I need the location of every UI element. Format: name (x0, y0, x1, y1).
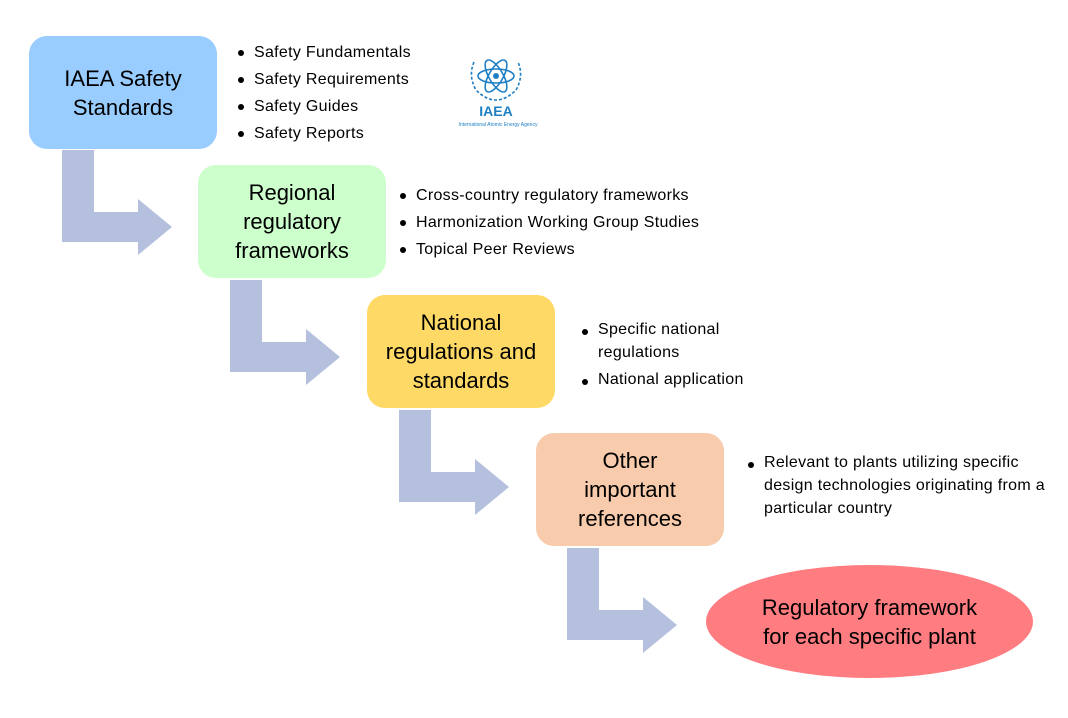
list-item: Specific national regulations (580, 318, 750, 364)
iaea-logo: IAEA International Atomic Energy Agency (448, 52, 558, 132)
step-title: National regulations and standards (385, 310, 537, 393)
step-3-bullet-list: Specific national regulations National a… (580, 318, 750, 395)
list-item: Topical Peer Reviews (398, 236, 699, 263)
step-box-iaea-safety-standards: IAEA Safety Standards (29, 36, 217, 149)
step-box-other-important-references: Other important references (536, 433, 724, 546)
list-item: Safety Guides (236, 93, 411, 120)
list-item: Safety Reports (236, 120, 411, 147)
list-item: Cross-country regulatory frameworks (398, 182, 699, 209)
step-4-bullet-list: Relevant to plants utilizing specific de… (746, 451, 1046, 524)
iaea-emblem-icon: IAEA International Atomic Energy Agency (459, 59, 538, 128)
arrow-4 (567, 548, 677, 653)
final-title: Regulatory framework for each specific p… (761, 594, 978, 649)
arrow-1 (62, 150, 172, 255)
arrow-3 (399, 410, 509, 515)
list-item: Harmonization Working Group Studies (398, 209, 699, 236)
step-title: Regional regulatory frameworks (235, 180, 349, 263)
step-1-bullet-list: Safety Fundamentals Safety Requirements … (236, 39, 411, 147)
list-item: Safety Fundamentals (236, 39, 411, 66)
logo-subtitle: International Atomic Energy Agency (459, 122, 538, 128)
logo-name: IAEA (479, 103, 512, 119)
list-item: National application (580, 368, 750, 391)
list-item: Safety Requirements (236, 66, 411, 93)
step-box-national-regulations: National regulations and standards (367, 295, 555, 408)
list-item: Relevant to plants utilizing specific de… (746, 451, 1046, 520)
arrow-2 (230, 280, 340, 385)
step-title: IAEA Safety Standards (64, 65, 182, 120)
step-title: Other important references (578, 448, 682, 531)
final-regulatory-framework-oval: Regulatory framework for each specific p… (706, 565, 1033, 678)
step-box-regional-regulatory-frameworks: Regional regulatory frameworks (198, 165, 386, 278)
step-2-bullet-list: Cross-country regulatory frameworks Harm… (398, 182, 699, 263)
